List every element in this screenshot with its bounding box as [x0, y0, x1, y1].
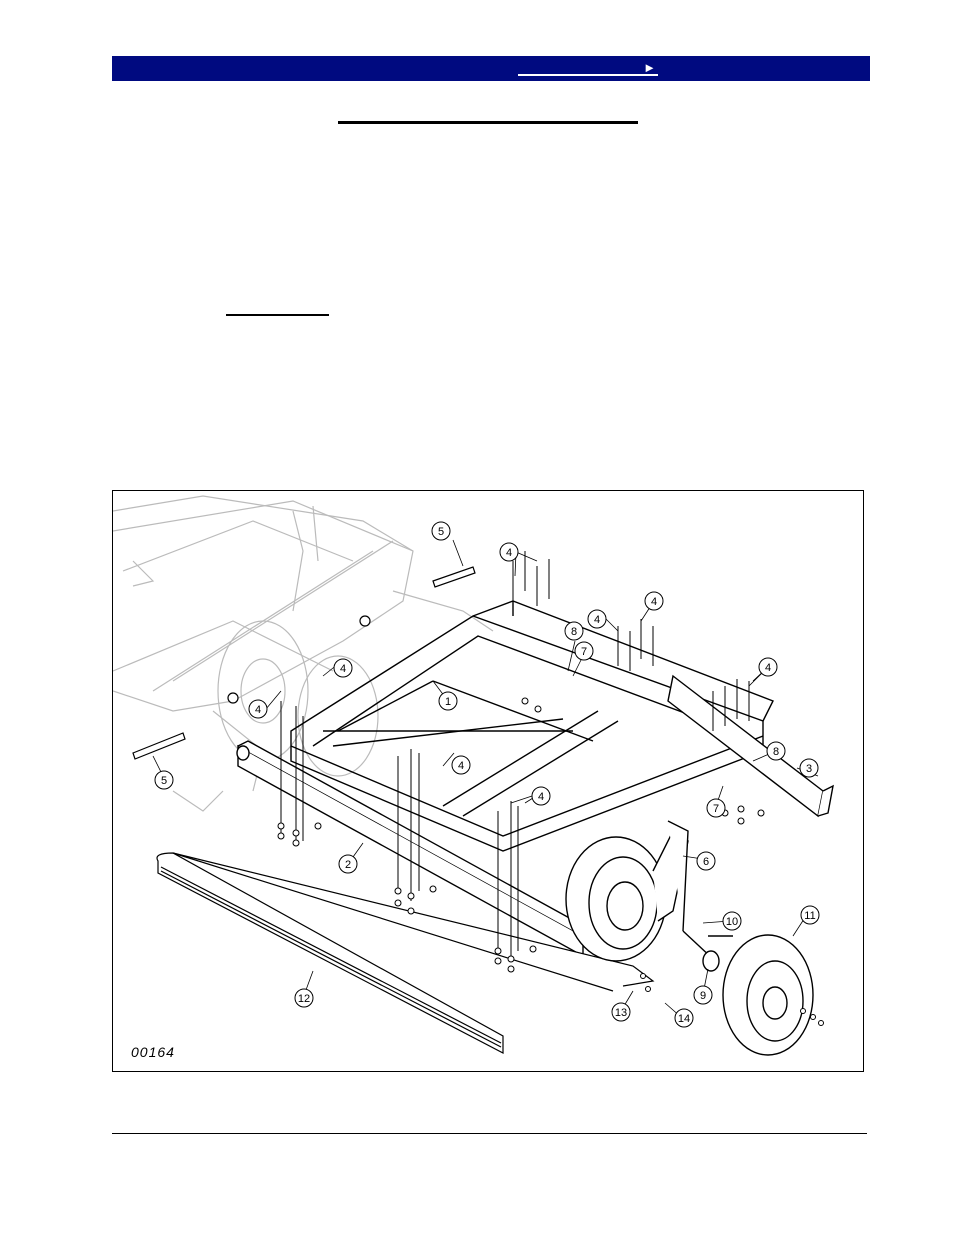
callout-12: 12 — [294, 988, 314, 1008]
svg-text:4: 4 — [651, 596, 657, 608]
cross-tube — [667, 674, 834, 818]
svg-text:5: 5 — [438, 526, 444, 538]
callout-6: 6 — [696, 851, 716, 871]
callout-1: 1 — [438, 691, 458, 711]
svg-text:4: 4 — [538, 791, 544, 803]
svg-text:4: 4 — [594, 614, 600, 626]
svg-text:13: 13 — [615, 1007, 627, 1019]
parts-diagram-drawing: 1 2 3 4 4 4 4 4 4 4 4 5 5 6 7 7 8 8 9 10… — [113, 495, 834, 1060]
svg-text:14: 14 — [678, 1013, 690, 1025]
svg-text:4: 4 — [506, 547, 512, 559]
svg-text:4: 4 — [340, 663, 346, 675]
drawing-number: 00164 — [131, 1044, 175, 1060]
callout-4g: 4 — [451, 755, 471, 775]
section-title-underline — [338, 121, 638, 124]
subsection-underline — [226, 314, 329, 316]
callout-7a: 7 — [574, 641, 594, 661]
callout-9: 9 — [693, 985, 713, 1005]
svg-text:5: 5 — [161, 775, 167, 787]
svg-text:11: 11 — [804, 910, 815, 922]
callout-10: 10 — [722, 911, 742, 931]
svg-text:4: 4 — [765, 662, 771, 674]
callout-4f: 4 — [248, 699, 268, 719]
next-arrow-icon: ► — [643, 60, 656, 75]
callout-4b: 4 — [587, 609, 607, 629]
svg-text:6: 6 — [703, 856, 709, 868]
callout-3: 3 — [799, 758, 819, 778]
svg-text:2: 2 — [345, 859, 351, 871]
background-implement — [113, 495, 494, 812]
leveling-bar — [156, 852, 655, 1054]
footer-rule — [112, 1133, 867, 1134]
callout-8a: 8 — [564, 621, 584, 641]
svg-text:9: 9 — [700, 990, 706, 1002]
callout-14: 14 — [674, 1008, 694, 1028]
callout-4e: 4 — [333, 658, 353, 678]
hardware — [277, 551, 824, 1026]
svg-text:10: 10 — [726, 916, 738, 928]
svg-text:8: 8 — [571, 626, 577, 638]
callout-7b: 7 — [706, 798, 726, 818]
callout-group: 1 2 3 4 4 4 4 4 4 4 4 5 5 6 7 7 8 8 9 10… — [154, 521, 820, 1028]
callout-4a: 4 — [499, 542, 519, 562]
bolts — [132, 566, 476, 760]
svg-text:4: 4 — [255, 704, 261, 716]
wheel-assembly — [565, 820, 814, 1056]
svg-text:7: 7 — [713, 803, 719, 815]
callout-5a: 5 — [431, 521, 451, 541]
svg-text:4: 4 — [458, 760, 464, 772]
callout-4d: 4 — [758, 657, 778, 677]
callout-11: 11 — [800, 905, 820, 925]
next-page-link[interactable]: ► — [518, 60, 658, 76]
callout-4h: 4 — [531, 786, 551, 806]
header-bar: ► — [112, 56, 870, 81]
svg-text:1: 1 — [445, 696, 451, 708]
svg-text:7: 7 — [581, 646, 587, 658]
callout-2: 2 — [338, 854, 358, 874]
callout-13: 13 — [611, 1002, 631, 1022]
callout-8b: 8 — [766, 741, 786, 761]
callout-5b: 5 — [154, 770, 174, 790]
parts-diagram: 1 2 3 4 4 4 4 4 4 4 4 5 5 6 7 7 8 8 9 10… — [112, 490, 864, 1072]
svg-text:12: 12 — [298, 993, 310, 1005]
callout-4c: 4 — [644, 591, 664, 611]
svg-text:8: 8 — [773, 746, 779, 758]
svg-text:3: 3 — [806, 763, 812, 775]
